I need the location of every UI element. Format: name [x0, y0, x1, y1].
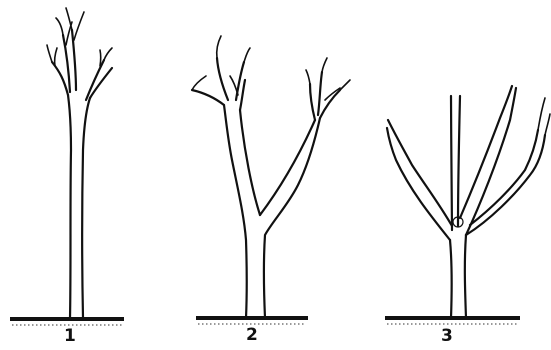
tree-3-trunk [465, 235, 466, 318]
tree-2-trunk [264, 118, 320, 318]
tree-3-trunk [450, 240, 452, 318]
tree-2 [192, 36, 350, 324]
tree-3-ground [385, 316, 520, 320]
tree-1-trunk [68, 95, 71, 318]
tree-1-trunk [82, 98, 90, 318]
tree-1-ground [10, 317, 124, 321]
figure-label-2: 2 [246, 327, 258, 344]
tree-2-ground [196, 316, 308, 320]
figure-label-3: 3 [441, 328, 453, 345]
tree-1 [10, 8, 124, 325]
tree-3 [385, 86, 550, 324]
figure-label-1: 1 [64, 328, 76, 345]
